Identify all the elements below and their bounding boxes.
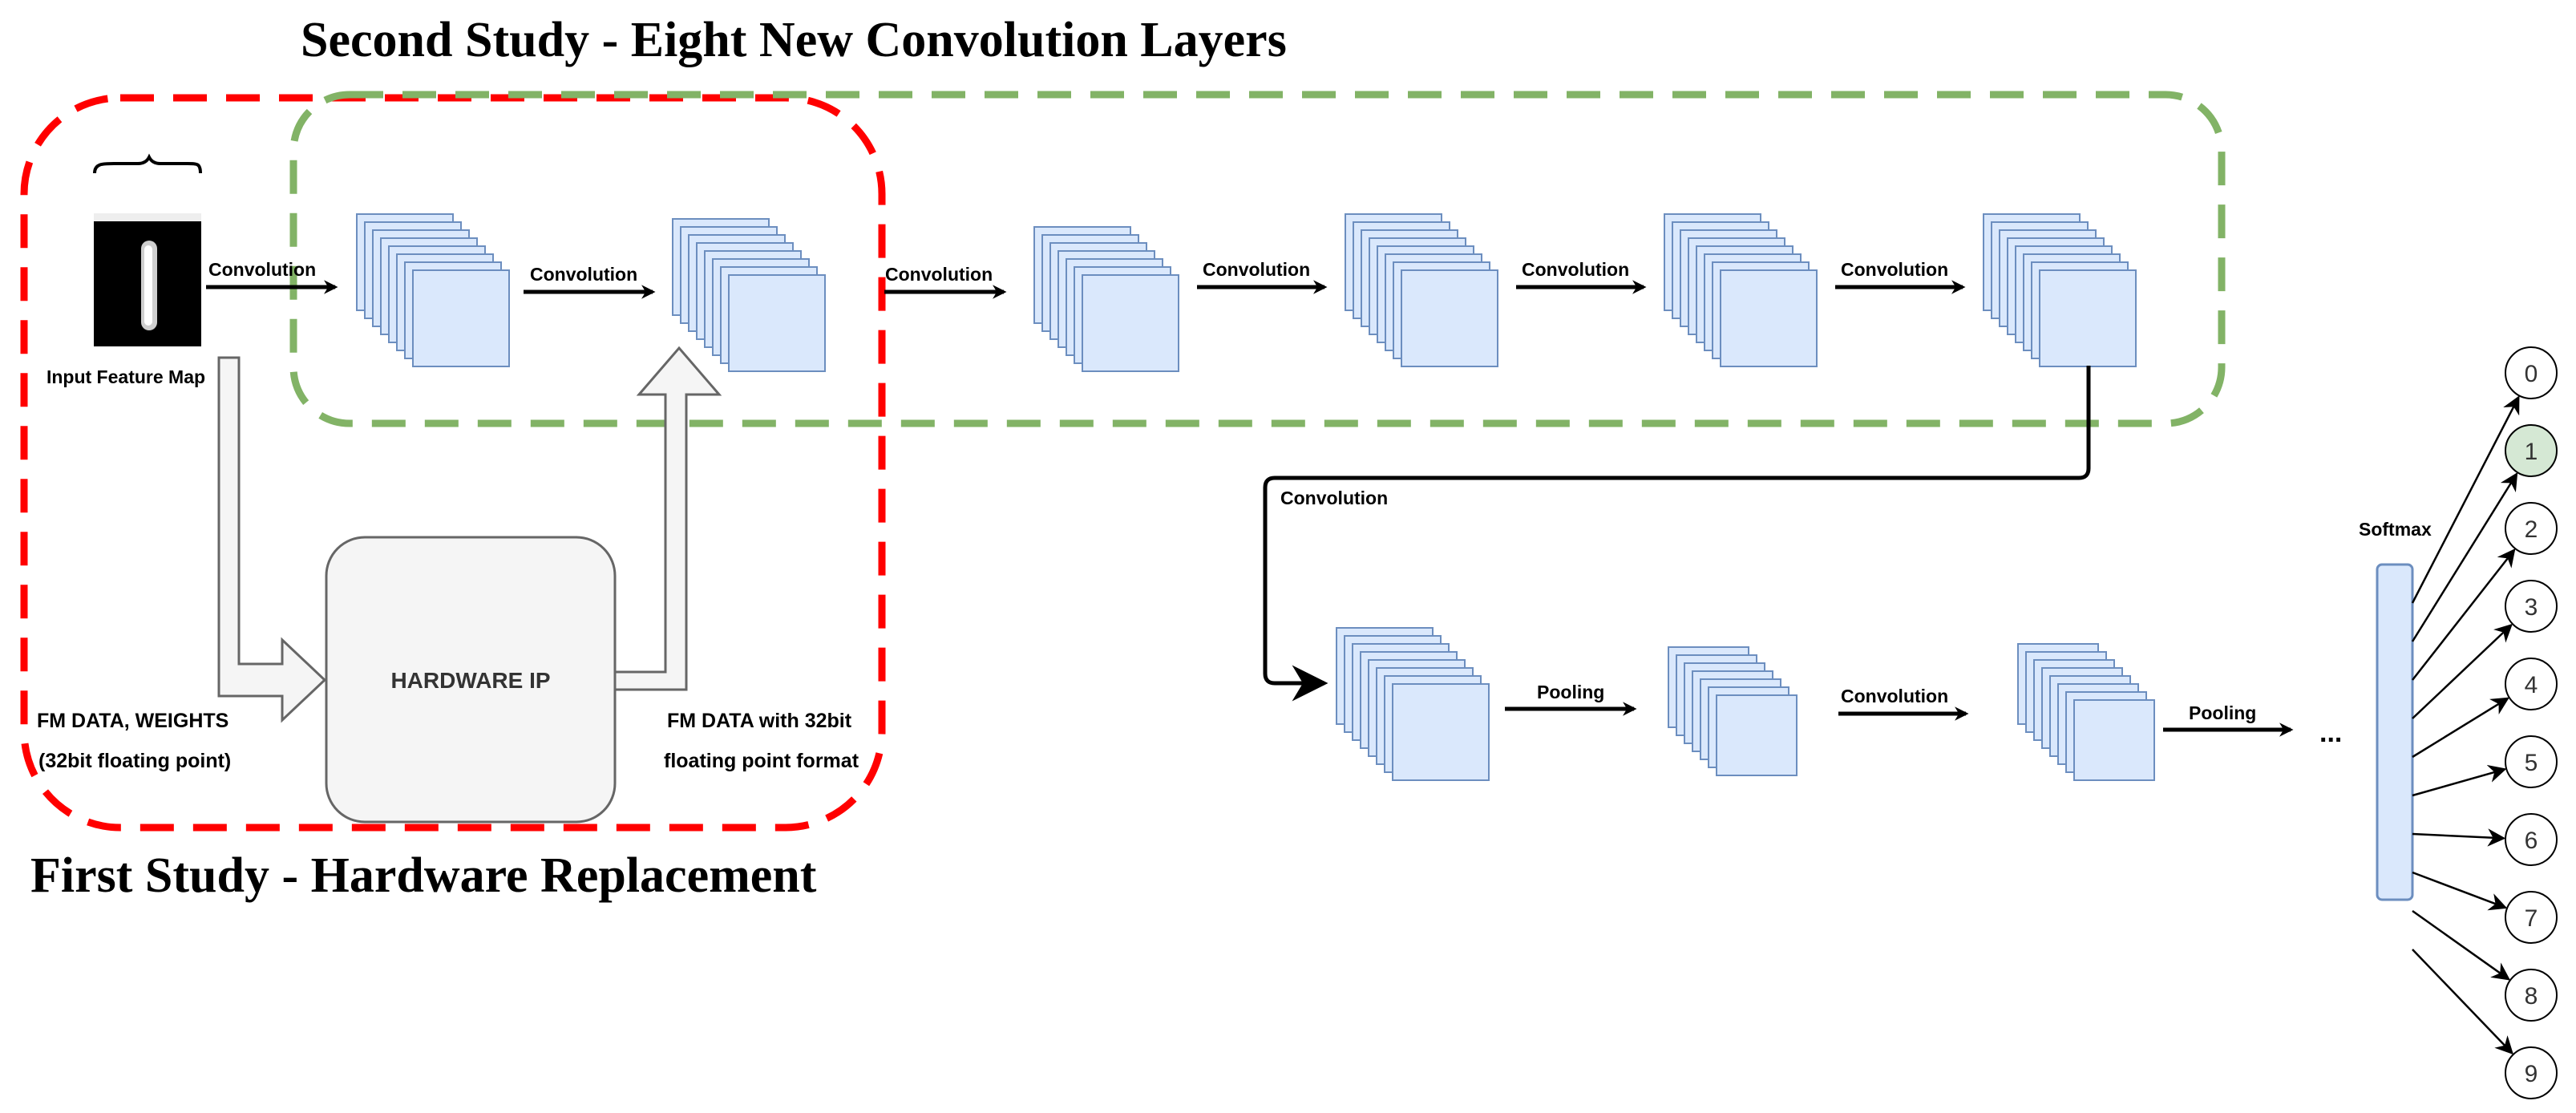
feature-map-layer: [412, 269, 510, 367]
output-connector: [2411, 472, 2518, 642]
feature-map-layer: [1720, 269, 1818, 367]
output-connector: [2412, 764, 2507, 797]
feature-map-stacks: [356, 213, 2155, 781]
hardware-output-label-2: floating point format: [664, 750, 859, 772]
output-node-label: 2: [2525, 516, 2538, 543]
feature-map-layer: [1401, 269, 1498, 367]
output-connector: [2412, 828, 2506, 847]
output-node: [2505, 502, 2558, 555]
feature-map-stack: [1668, 646, 1798, 776]
output-node: [2505, 1046, 2558, 1099]
input-feature-map-image: [94, 213, 201, 346]
output-nodes: 0 1 2 3 4 5 6 7 8 9: [2411, 346, 2558, 1099]
feature-map-stack: [1664, 213, 1818, 367]
output-node: [2505, 424, 2558, 477]
output-node: [2505, 580, 2558, 633]
output-connector: [2412, 949, 2513, 1055]
hardware-input-arrow: [217, 356, 327, 723]
conv-label-1: Convolution: [530, 264, 637, 285]
input-feature-map-label: Input Feature Map: [47, 366, 205, 387]
output-connector: [2412, 697, 2509, 759]
feature-map-layer: [1392, 683, 1490, 781]
softmax-layer: [2376, 563, 2414, 901]
output-connector: [2412, 909, 2511, 981]
output-node-label: 4: [2525, 672, 2538, 698]
output-connector: [2412, 871, 2508, 911]
conv-label-6: Convolution: [1841, 686, 1948, 706]
feature-map-stack: [1983, 213, 2137, 367]
feature-map-layer: [2073, 699, 2155, 781]
hardware-ip-label: HARDWARE IP: [390, 668, 550, 693]
output-node-label: 5: [2525, 750, 2538, 776]
output-node: [2505, 346, 2558, 399]
feature-map-layer: [728, 274, 826, 372]
pool-label-2: Pooling: [2189, 702, 2256, 723]
hardware-output-label-1: FM DATA with 32bit: [667, 710, 852, 732]
second-study-boundary: [289, 91, 2226, 427]
feature-map-stack: [2017, 643, 2155, 781]
output-node: [2505, 658, 2558, 710]
feature-map-stack: [1033, 226, 1179, 372]
conv-label-5: Convolution: [1841, 259, 1948, 280]
output-node: [2505, 891, 2558, 944]
hardware-output-arrow: [612, 346, 722, 691]
conv-label-connector: Convolution: [1280, 488, 1388, 508]
first-study-boundary: [20, 94, 886, 832]
output-node-label: 9: [2525, 1061, 2538, 1087]
second-study-title: Second Study - Eight New Convolution Lay…: [301, 13, 1287, 67]
hardware-input-label-1: FM DATA, WEIGHTS: [37, 710, 228, 732]
output-node-label: 6: [2525, 828, 2538, 854]
feature-map-stack: [1345, 213, 1498, 367]
conv-connector: [1263, 366, 2091, 702]
output-connector: [2412, 548, 2516, 681]
conv-label-2: Convolution: [885, 264, 993, 285]
feature-map-stack: [356, 213, 510, 367]
pool-label-1: Pooling: [1537, 682, 1604, 702]
output-node-label: 7: [2525, 905, 2538, 932]
output-node-label: 1: [2525, 439, 2538, 465]
hardware-ip-block: [325, 536, 617, 824]
input-brace: [93, 153, 202, 174]
hardware-input-label-2: (32bit floating point): [38, 750, 231, 772]
ellipsis: ...: [2319, 718, 2342, 748]
conv-label-4: Convolution: [1522, 259, 1629, 280]
feature-map-stack: [1336, 627, 1490, 781]
first-study-title: First Study - Hardware Replacement: [30, 848, 817, 903]
conv-label-3: Convolution: [1203, 259, 1310, 280]
conv-label-input: Convolution: [208, 259, 316, 280]
feature-map-stack: [672, 218, 826, 372]
feature-map-layer: [1716, 694, 1798, 776]
output-node-label: 3: [2525, 594, 2538, 621]
output-connector: [2411, 395, 2520, 604]
output-node-label: 8: [2525, 983, 2538, 1010]
output-connector: [2412, 623, 2513, 719]
softmax-label: Softmax: [2359, 519, 2432, 540]
output-node: [2505, 813, 2558, 866]
feature-map-layer: [1082, 274, 1179, 372]
output-node: [2505, 969, 2558, 1022]
feature-map-layer: [2039, 269, 2137, 367]
output-node-label: 0: [2525, 361, 2538, 387]
output-node: [2505, 735, 2558, 788]
